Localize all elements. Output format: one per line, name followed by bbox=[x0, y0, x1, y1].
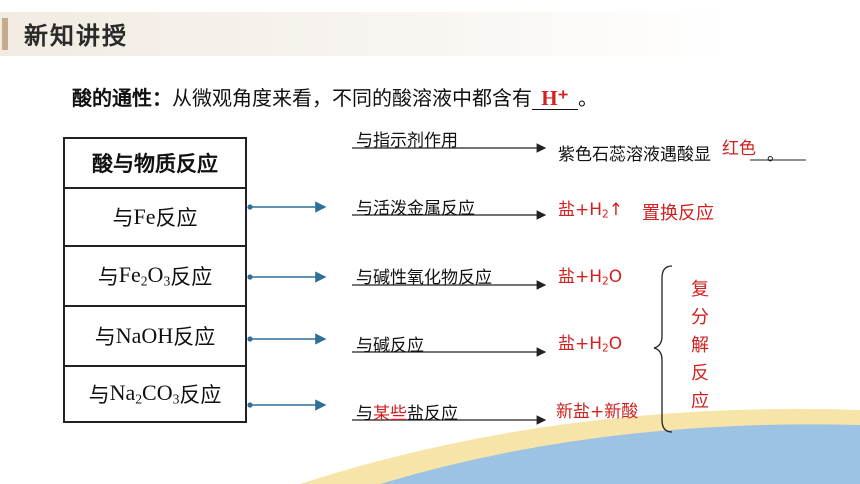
gas-up-icon: ↑ bbox=[608, 200, 623, 220]
label-oxide: 与碱性氧化物反应 bbox=[356, 268, 492, 288]
row-prefix: 与 bbox=[112, 206, 134, 230]
formula-fe2o3: Fe2O3 bbox=[118, 262, 171, 289]
reaction-type-double-decomposition: 复 分 解 反 应 bbox=[691, 279, 709, 412]
table-header: 酸与物质反应 bbox=[92, 152, 218, 176]
statement-text: 从微观角度来看，不同的酸溶液中都含有 bbox=[172, 86, 532, 110]
row-suffix: 反应 bbox=[170, 265, 213, 289]
label-indicator: 与指示剂作用 bbox=[356, 131, 458, 151]
row-prefix: 与 bbox=[94, 325, 116, 349]
product-metal: 盐+H2↑ bbox=[558, 200, 623, 221]
product-salt: 新盐+新酸 bbox=[556, 402, 639, 422]
product-base: 盐+H2O bbox=[558, 334, 623, 355]
formula-fe: Fe bbox=[133, 204, 156, 229]
header-band bbox=[0, 12, 860, 56]
product-oxide: 盐+H2O bbox=[558, 267, 623, 288]
formula-na2co3: Na2CO3 bbox=[109, 380, 180, 407]
formula-naoh: NaOH bbox=[115, 323, 174, 348]
statement-label: 酸的通性： bbox=[72, 86, 172, 110]
connector-dot bbox=[247, 204, 253, 210]
connector-dot bbox=[247, 336, 253, 342]
connector-dot bbox=[247, 402, 253, 408]
connector-dot bbox=[247, 274, 253, 280]
row-prefix: 与 bbox=[88, 383, 110, 407]
reaction-type-displacement: 置换反应 bbox=[642, 203, 714, 224]
answer-h-plus: H⁺ bbox=[532, 87, 578, 110]
row-suffix: 反应 bbox=[155, 206, 198, 230]
label-salt: 与某些盐反应 bbox=[356, 404, 458, 424]
row-suffix: 反应 bbox=[173, 325, 216, 349]
answer-red-color: 红色 bbox=[722, 139, 756, 159]
section-title: 新知讲授 bbox=[24, 21, 128, 50]
statement-end: 。 bbox=[578, 86, 598, 110]
decor-wave-blue bbox=[380, 424, 860, 484]
label-base: 与碱反应 bbox=[356, 336, 424, 356]
header-accent-bar bbox=[2, 18, 8, 50]
result-indicator: 紫色石蕊溶液遇酸显红色。 bbox=[558, 139, 784, 165]
label-metal: 与活泼金属反应 bbox=[356, 199, 475, 219]
brace-icon bbox=[653, 265, 673, 433]
row-suffix: 反应 bbox=[179, 383, 222, 407]
label-some-highlight: 某些 bbox=[373, 404, 407, 424]
row-prefix: 与 bbox=[97, 265, 119, 289]
